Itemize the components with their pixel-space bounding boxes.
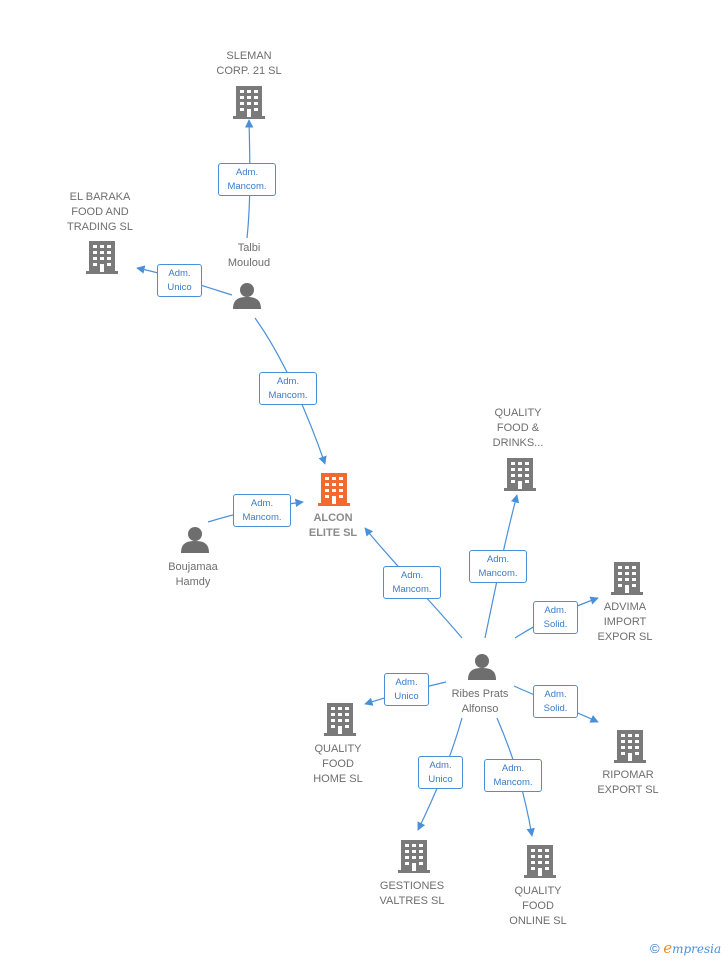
building-icon-quality-drinks[interactable] xyxy=(504,458,536,491)
copyright-icon: © xyxy=(650,941,660,956)
edge-label-talbi-elbaraka[interactable]: Adm. Unico xyxy=(157,264,202,297)
person-icon-boujamaa[interactable] xyxy=(181,527,209,553)
edge-label-ribes-quality-online[interactable]: Adm. Mancom. xyxy=(484,759,542,792)
node-label-ribes[interactable]: Ribes Prats Alfonso xyxy=(451,688,509,715)
edge-label-ribes-gestiones[interactable]: Adm. Unico xyxy=(418,756,463,789)
edge-label-boujamaa-alcon[interactable]: Adm. Mancom. xyxy=(233,494,291,527)
node-label-boujamaa[interactable]: Boujamaa Hamdy xyxy=(168,561,218,588)
node-label-alcon[interactable]: ALCON ELITE SL xyxy=(308,512,358,539)
building-icon-quality-online[interactable] xyxy=(524,845,556,878)
person-icon-talbi[interactable] xyxy=(233,283,261,309)
node-label-sleman[interactable]: SLEMAN CORP. 21 SL xyxy=(216,50,282,77)
edge-label-ribes-quality-drinks[interactable]: Adm. Mancom. xyxy=(469,550,527,583)
node-label-quality-home[interactable]: QUALITY FOOD HOME SL xyxy=(313,743,363,785)
footer-watermark: © empresia xyxy=(650,939,721,957)
building-icon-advima[interactable] xyxy=(611,562,643,595)
brand-logo: empresia xyxy=(663,939,722,957)
person-icon-ribes[interactable] xyxy=(468,654,496,680)
node-label-elbaraka[interactable]: EL BARAKA FOOD AND TRADING SL xyxy=(66,191,133,233)
node-label-quality-drinks[interactable]: QUALITY FOOD & DRINKS... xyxy=(492,407,544,449)
building-icon-gestiones[interactable] xyxy=(398,840,430,873)
node-label-quality-online[interactable]: QUALITY FOOD ONLINE SL xyxy=(509,885,567,927)
building-icon-quality-home[interactable] xyxy=(324,703,356,736)
edge-label-ribes-advima[interactable]: Adm. Solid. xyxy=(533,601,578,634)
node-label-gestiones[interactable]: GESTIONES VALTRES SL xyxy=(379,880,445,907)
building-icon-ripomar[interactable] xyxy=(614,730,646,763)
edge-label-talbi-sleman[interactable]: Adm. Mancom. xyxy=(218,163,276,196)
edge-label-talbi-alcon[interactable]: Adm. Mancom. xyxy=(259,372,317,405)
edge-label-ribes-quality-home[interactable]: Adm. Unico xyxy=(384,673,429,706)
building-icon-alcon[interactable] xyxy=(318,473,350,506)
node-label-advima[interactable]: ADVIMA IMPORT EXPOR SL xyxy=(597,601,653,643)
node-label-talbi[interactable]: Talbi Mouloud xyxy=(227,242,271,269)
building-icon-sleman[interactable] xyxy=(233,86,265,119)
edge-label-ribes-alcon[interactable]: Adm. Mancom. xyxy=(383,566,441,599)
edge-label-ribes-ripomar[interactable]: Adm. Solid. xyxy=(533,685,578,718)
building-icon-elbaraka[interactable] xyxy=(86,241,118,274)
node-label-ripomar[interactable]: RIPOMAR EXPORT SL xyxy=(597,769,659,796)
